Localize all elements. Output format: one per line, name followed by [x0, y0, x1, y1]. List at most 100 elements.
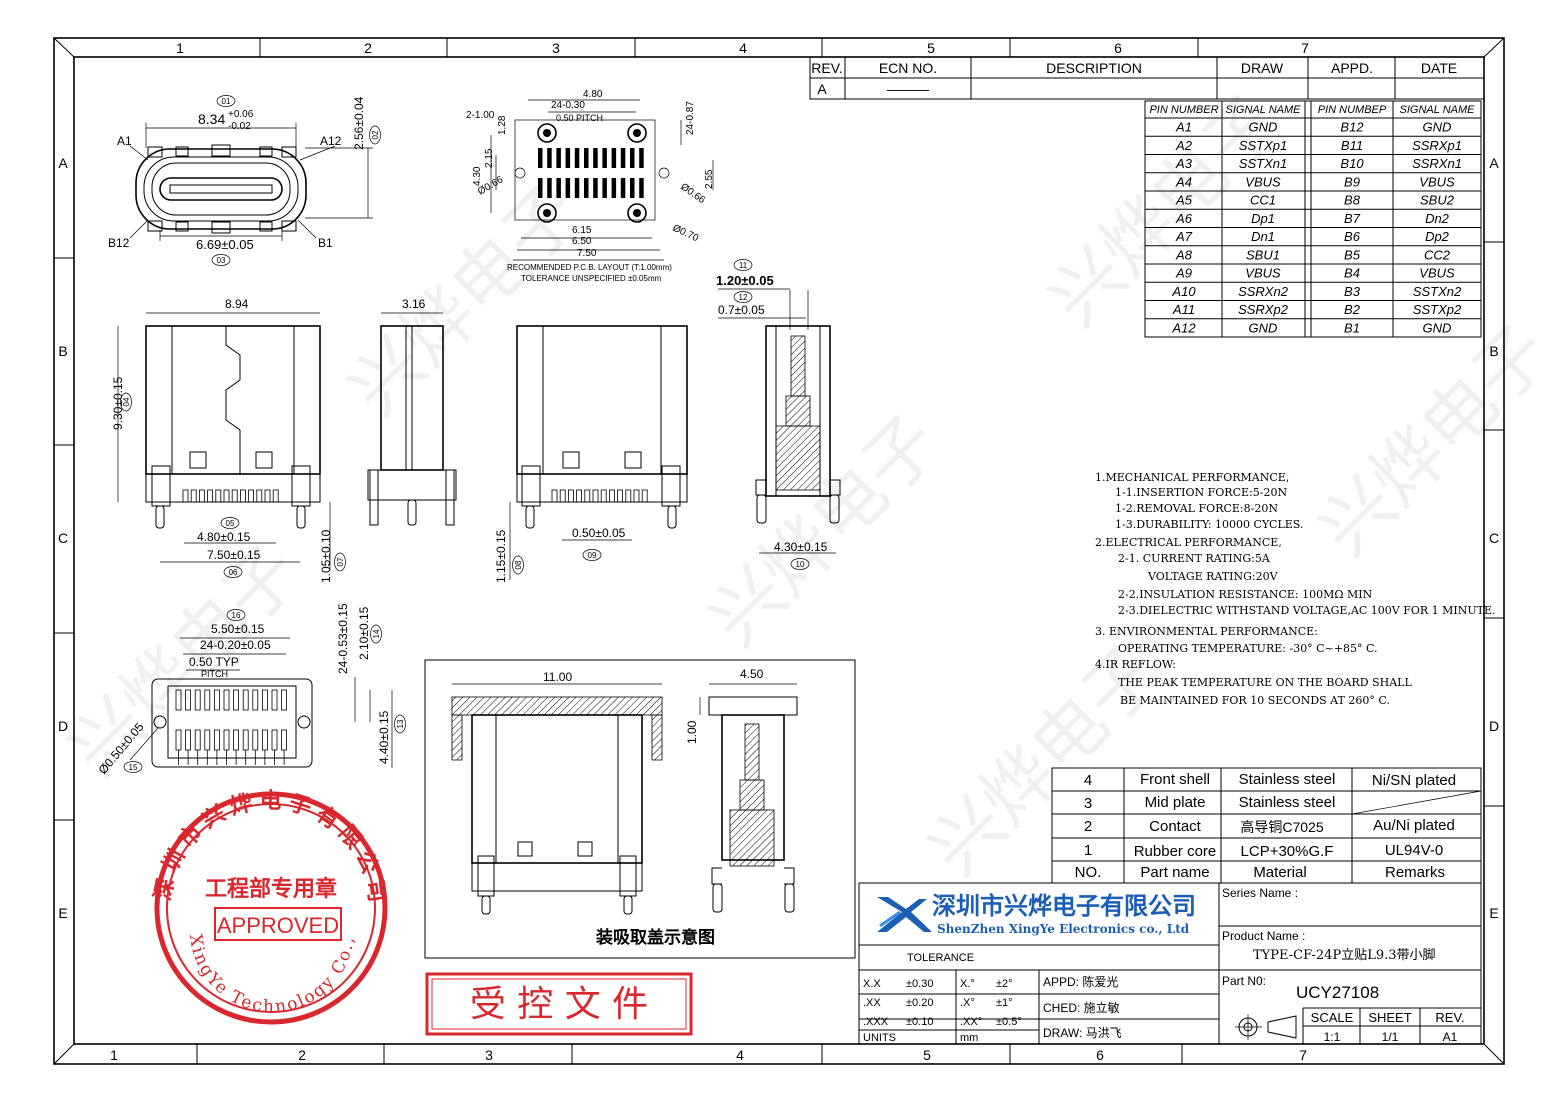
svg-text:Front shell: Front shell [1140, 771, 1210, 788]
contact-pin [633, 489, 640, 503]
svg-text:±0.20: ±0.20 [906, 997, 933, 1009]
pin-table-cell: CC2 [1424, 247, 1451, 262]
contact-pin [239, 489, 246, 503]
svg-text:Au/Ni plated: Au/Ni plated [1373, 817, 1455, 834]
svg-text:4.40±0.15: 4.40±0.15 [377, 710, 391, 764]
contact-pin [551, 489, 558, 503]
pcb-pad [620, 178, 626, 198]
contact-pin [204, 689, 211, 711]
view-bottom [129, 637, 393, 768]
svg-text:OPERATING TEMPERATURE: -30° C~: OPERATING TEMPERATURE: -30° C~+85° C. [1118, 642, 1378, 655]
contact-pin [242, 729, 249, 751]
pcb-pad [547, 148, 552, 168]
contact-pin [261, 689, 268, 711]
revision-table: REV. ECN NO. DESCRIPTION DRAW APPD. DATE… [809, 56, 1485, 100]
controlled-document-stamp: 受 控 文 件 [425, 972, 693, 1036]
svg-text:UL94V-0: UL94V-0 [1385, 842, 1443, 859]
pin-table-cell: A8 [1175, 247, 1193, 262]
pcb-pad [584, 148, 589, 168]
svg-text:4: 4 [736, 1047, 744, 1063]
svg-text:3: 3 [1084, 795, 1092, 812]
contact-pin [271, 689, 278, 711]
pcb-pad [584, 178, 589, 198]
svg-text:2: 2 [1084, 818, 1092, 835]
svg-text:DESCRIPTION: DESCRIPTION [1046, 60, 1142, 76]
pin-table-cell: A9 [1175, 266, 1192, 281]
cap-view-labels: 11.00 4.50 1.00 装吸取盖示意图 [543, 667, 764, 948]
pin-table-cell: SBU2 [1420, 193, 1455, 208]
svg-text:Ni/SN plated: Ni/SN plated [1372, 772, 1456, 789]
view-pcb-layout [490, 99, 714, 261]
svg-text:2: 2 [364, 40, 372, 56]
pin-table-cell: A6 [1175, 211, 1193, 226]
svg-text:APPD.: APPD. [1331, 60, 1373, 76]
svg-text:4.80: 4.80 [583, 89, 603, 100]
svg-text:7.50±0.15: 7.50±0.15 [207, 548, 261, 562]
svg-text:LCP+30%G.F: LCP+30%G.F [1241, 843, 1334, 860]
pin-table-cell: VBUS [1419, 266, 1455, 281]
pcb-pad [593, 178, 598, 198]
svg-text:Series Name :: Series Name : [1222, 886, 1298, 900]
pin-table-cell: Dn2 [1425, 211, 1450, 226]
svg-text:7.50: 7.50 [577, 248, 597, 259]
svg-text:24-0.87: 24-0.87 [685, 101, 696, 135]
svg-text:2.56±0.04: 2.56±0.04 [352, 96, 366, 150]
svg-text:6: 6 [1096, 1047, 1104, 1063]
svg-text:6.15: 6.15 [572, 225, 592, 236]
pcb-pad [611, 178, 617, 198]
svg-text:兴烨电子: 兴烨电子 [53, 529, 316, 792]
pin-table-cell: B3 [1344, 284, 1361, 299]
contact-pin [248, 489, 255, 503]
notes: 1.MECHANICAL PERFORMANCE, 1-1.INSERTION … [1095, 471, 1496, 707]
svg-text:8.34: 8.34 [198, 111, 225, 127]
svg-text:24-0.20±0.05: 24-0.20±0.05 [200, 638, 271, 652]
view-rear-labels: 0.50±0.05 09 1.15±0.15 08 [494, 526, 626, 583]
svg-text:REV.: REV. [1435, 1010, 1464, 1025]
svg-text:C: C [58, 530, 68, 546]
pin-table-cell: A10 [1171, 284, 1196, 299]
svg-text:CHED: 施立敏: CHED: 施立敏 [1043, 1000, 1120, 1015]
svg-text:3: 3 [485, 1047, 493, 1063]
svg-text:24-0.53±0.15: 24-0.53±0.15 [336, 603, 350, 674]
svg-text:NO.: NO. [1075, 864, 1102, 881]
pcb-pad [630, 148, 635, 168]
svg-text:VOLTAGE RATING:20V: VOLTAGE RATING:20V [1147, 570, 1279, 583]
svg-text:7: 7 [1301, 40, 1309, 56]
svg-text:±1°: ±1° [996, 997, 1013, 1009]
svg-text:B: B [58, 343, 67, 359]
svg-text:1: 1 [1084, 842, 1092, 859]
svg-text:±0.30: ±0.30 [906, 978, 933, 990]
svg-text:Rubber core: Rubber core [1134, 843, 1217, 860]
svg-text:TYPE-CF-24P立贴L9.3带小脚: TYPE-CF-24P立贴L9.3带小脚 [1253, 947, 1436, 963]
pcb-pad [574, 178, 580, 198]
svg-text:-0.02: -0.02 [228, 121, 251, 132]
svg-text:2.15: 2.15 [484, 148, 495, 168]
svg-text:04: 04 [122, 397, 131, 406]
projection-symbol-icon [1235, 1014, 1297, 1040]
svg-text:Material: Material [1253, 864, 1306, 881]
contact-pin [625, 489, 632, 503]
svg-text:受 控 文 件: 受 控 文 件 [470, 984, 648, 1025]
contact-pin [182, 489, 189, 503]
pin-table-cell: GND [1249, 120, 1278, 135]
svg-text:6: 6 [1114, 40, 1122, 56]
svg-text:10: 10 [796, 560, 805, 569]
svg-text:装吸取盖示意图: 装吸取盖示意图 [595, 927, 715, 948]
svg-text:2.55: 2.55 [704, 169, 715, 189]
svg-text:A: A [1489, 155, 1499, 171]
contact-pin [213, 729, 220, 751]
contact-pin [233, 689, 240, 711]
svg-text:5.50±0.15: 5.50±0.15 [211, 622, 265, 636]
contact-pin [252, 689, 259, 711]
svg-text:ECN NO.: ECN NO. [879, 60, 937, 76]
contact-pin [281, 729, 288, 751]
svg-text:APPD: 陈爱光: APPD: 陈爱光 [1043, 974, 1118, 989]
svg-text:07: 07 [336, 557, 345, 566]
svg-text:兴烨电子: 兴烨电子 [693, 399, 956, 662]
pcb-pad [602, 148, 607, 168]
svg-text:Ø0.70: Ø0.70 [671, 223, 701, 245]
pin-table-cell: B9 [1344, 174, 1360, 189]
svg-text:Stainless steel: Stainless steel [1239, 771, 1336, 788]
pin-table-cell: A3 [1175, 156, 1193, 171]
